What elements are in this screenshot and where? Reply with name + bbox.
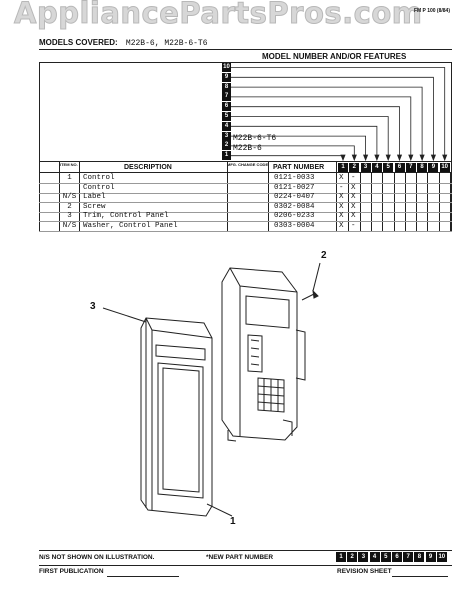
row-model-1-mark: - <box>339 183 344 192</box>
row-model-1-mark: X <box>339 202 344 211</box>
col-divider <box>336 161 337 232</box>
revision-number: 8 <box>414 552 425 562</box>
row-model-2-mark: X <box>351 193 356 201</box>
callout-1: 1 <box>230 516 236 527</box>
row-model-2-mark: - <box>351 221 356 230</box>
revision-number: 6 <box>392 552 402 562</box>
row-item-no: N/S <box>62 193 77 201</box>
revision-sheet-line <box>392 576 448 577</box>
row-part-number: 0224-0407 <box>274 193 315 201</box>
header-model-number: 3 <box>360 163 371 172</box>
row-line <box>39 202 452 203</box>
row-line <box>39 221 452 222</box>
revision-number: 3 <box>358 552 369 562</box>
row-model-1-mark: X <box>339 221 344 230</box>
table-header-line <box>39 161 452 162</box>
header-model-number: 9 <box>428 163 439 172</box>
header-model-number: 6 <box>394 163 405 172</box>
row-part-number: 0206-0233 <box>274 212 315 220</box>
row-description: Control <box>83 174 115 182</box>
header-part-number: PART NUMBER <box>273 164 325 171</box>
footer-rule <box>39 550 452 551</box>
model-name-2: M22B-6-T6 <box>233 134 277 143</box>
footer-rule-2 <box>39 565 452 566</box>
row-description: Label <box>83 193 106 201</box>
row-model-2-mark: - <box>351 174 356 182</box>
model-header: MODEL NUMBER AND/OR FEATURES <box>262 52 407 61</box>
header-model-number: 5 <box>383 163 394 172</box>
header-model-number: 7 <box>405 163 416 172</box>
models-covered-value: M22B-6, M22B-6-T6 <box>125 39 208 48</box>
model-stack-number: 2 <box>222 141 231 151</box>
row-item-no: 1 <box>67 174 72 182</box>
row-model-1-mark: X <box>339 212 344 220</box>
model-stack-number: 8 <box>222 82 231 92</box>
first-publication-label: FIRST PUBLICATION <box>39 568 104 575</box>
header-model-number: 4 <box>371 163 382 172</box>
revision-number: 7 <box>403 552 414 562</box>
row-part-number: 0121-0033 <box>274 174 315 182</box>
model-stack-number: 7 <box>222 92 231 102</box>
row-description: Control <box>83 183 115 192</box>
new-part-note: *NEW PART NUMBER <box>206 554 274 561</box>
callout-3: 3 <box>90 301 96 312</box>
row-description: Washer, Control Panel <box>83 221 178 230</box>
model-stack-number: 10 <box>222 63 231 72</box>
header-model-number: 2 <box>349 163 360 172</box>
ns-note: N/S NOT SHOWN ON ILLUSTRATION. <box>39 554 155 561</box>
model-stack-number: 5 <box>222 112 231 121</box>
row-item-no: 2 <box>67 202 72 211</box>
header-model-number: 10 <box>439 163 450 172</box>
parts-table-frame <box>39 62 452 232</box>
row-model-2-mark: X <box>351 202 356 211</box>
row-description: Screw <box>83 202 106 211</box>
row-line <box>39 230 452 232</box>
callout-2: 2 <box>321 250 327 261</box>
revision-number: 9 <box>425 552 436 562</box>
col-divider <box>79 161 80 232</box>
row-line <box>39 183 452 184</box>
top-rule <box>39 49 452 50</box>
col-divider <box>268 161 269 232</box>
revision-number: 2 <box>347 552 358 562</box>
first-publication-line <box>107 576 179 577</box>
revision-number: 4 <box>369 552 380 562</box>
header-model-number: 8 <box>417 163 428 172</box>
row-line <box>39 211 452 213</box>
row-item-no: 3 <box>67 212 72 220</box>
row-item-no: N/S <box>62 221 77 230</box>
revision-number: 10 <box>436 552 447 562</box>
row-model-1-mark: X <box>339 193 344 201</box>
row-model-2-mark: X <box>351 212 356 220</box>
revision-number: 1 <box>336 552 346 562</box>
row-part-number: 0303-0004 <box>274 221 315 230</box>
watermark: AppliancePartsPros.com <box>13 0 423 31</box>
header-row-line <box>39 172 452 173</box>
model-stack-number: 9 <box>222 72 231 82</box>
model-stack-number: 1 <box>222 151 231 161</box>
models-covered-label: MODELS COVERED: <box>39 38 118 47</box>
models-covered: MODELS COVERED: M22B-6, M22B-6-T6 <box>39 38 208 48</box>
model-stack-number: 6 <box>222 102 231 112</box>
row-description: Trim, Control Panel <box>83 212 169 220</box>
model-stack-number: 4 <box>222 121 231 131</box>
model-name-1: M22B-6 <box>233 144 262 153</box>
revision-sheet-label: REVISION SHEET <box>337 568 392 575</box>
form-number: FM P 100 (8/84) <box>413 8 450 14</box>
header-model-number: 1 <box>338 163 348 172</box>
header-description: DESCRIPTION <box>124 164 172 171</box>
col-divider <box>227 161 228 232</box>
row-part-number: 0121-0027 <box>274 183 315 192</box>
row-model-2-mark: X <box>351 183 356 192</box>
col-divider <box>59 161 60 232</box>
header-mfg-change: MFG. CHANGE CODE <box>227 162 269 167</box>
row-model-1-mark: X <box>339 174 344 182</box>
header-item-no: ITEM NO. <box>60 162 78 167</box>
revision-number: 5 <box>380 552 391 562</box>
model-stack-number: 3 <box>222 131 231 141</box>
row-part-number: 0302-0084 <box>274 202 315 211</box>
row-line <box>39 192 452 194</box>
